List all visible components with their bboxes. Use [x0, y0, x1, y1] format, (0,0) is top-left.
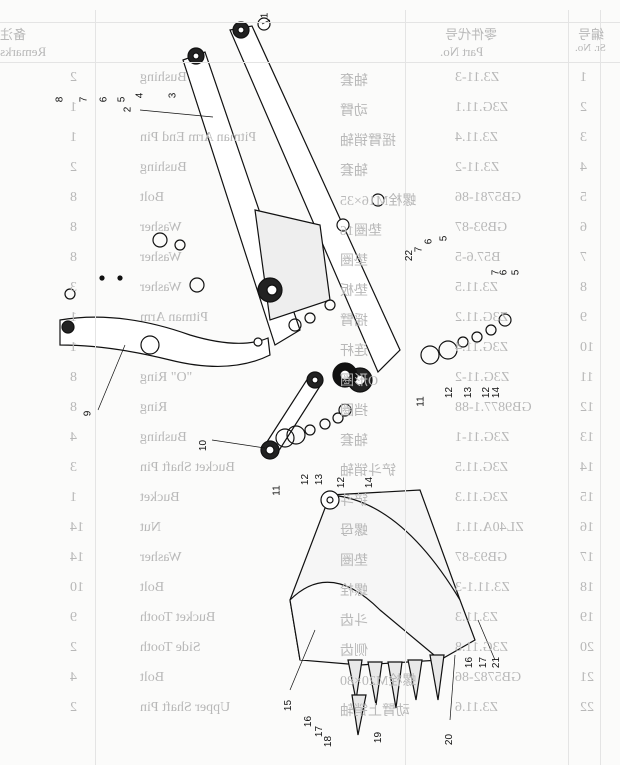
- bucket: [289, 489, 476, 736]
- boom: [182, 17, 401, 393]
- pitman-arm: [59, 316, 271, 368]
- link-rod: [260, 371, 324, 460]
